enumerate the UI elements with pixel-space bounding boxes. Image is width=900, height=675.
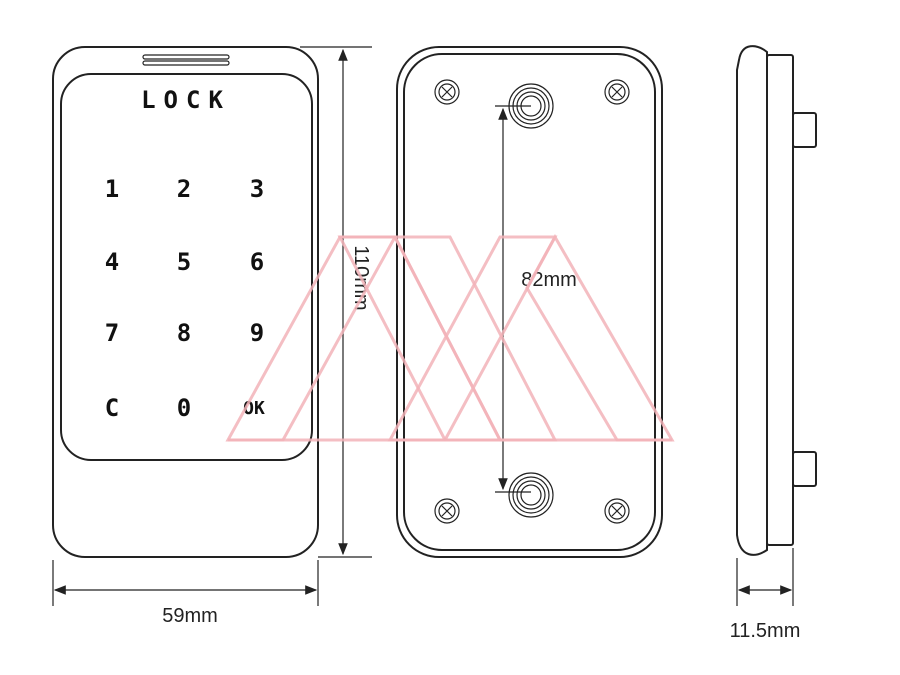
key-c[interactable]: C [105,394,119,422]
back-view: 82mm [396,46,663,558]
side-view: 11.5mm [730,45,817,642]
side-peg-bottom [792,451,817,487]
depth-dimension-label: 11.5mm [730,620,801,642]
side-front-cover [736,45,768,556]
lock-label: LOCK [141,86,231,114]
screw-icon [434,79,460,105]
width-dimension-label: 59mm [162,605,218,627]
key-7[interactable]: 7 [105,319,119,347]
key-9[interactable]: 9 [250,319,264,347]
screw-icon [434,498,460,524]
card-slot [142,54,230,66]
touch-panel-outline [60,73,313,461]
key-1[interactable]: 1 [105,175,119,203]
side-back-plate [766,54,794,546]
watermark-logo [225,233,675,442]
screw-icon [604,79,630,105]
hole-spacing-label: 82mm [521,269,577,291]
key-6[interactable]: 6 [250,248,264,276]
back-body-outline [396,46,663,558]
front-view: LOCK 1 2 3 4 5 6 7 8 9 C 0 OK 110mm 59mm [52,46,372,627]
key-2[interactable]: 2 [177,175,191,203]
key-5[interactable]: 5 [177,248,191,276]
key-3[interactable]: 3 [250,175,264,203]
key-0[interactable]: 0 [177,394,191,422]
side-peg-top [792,112,817,148]
mounting-hole-bottom [508,472,554,518]
front-body-outline [52,46,319,558]
key-4[interactable]: 4 [105,248,119,276]
key-8[interactable]: 8 [177,319,191,347]
screw-icon [604,498,630,524]
keypad: 1 2 3 4 5 6 7 8 9 C 0 OK [105,175,265,422]
